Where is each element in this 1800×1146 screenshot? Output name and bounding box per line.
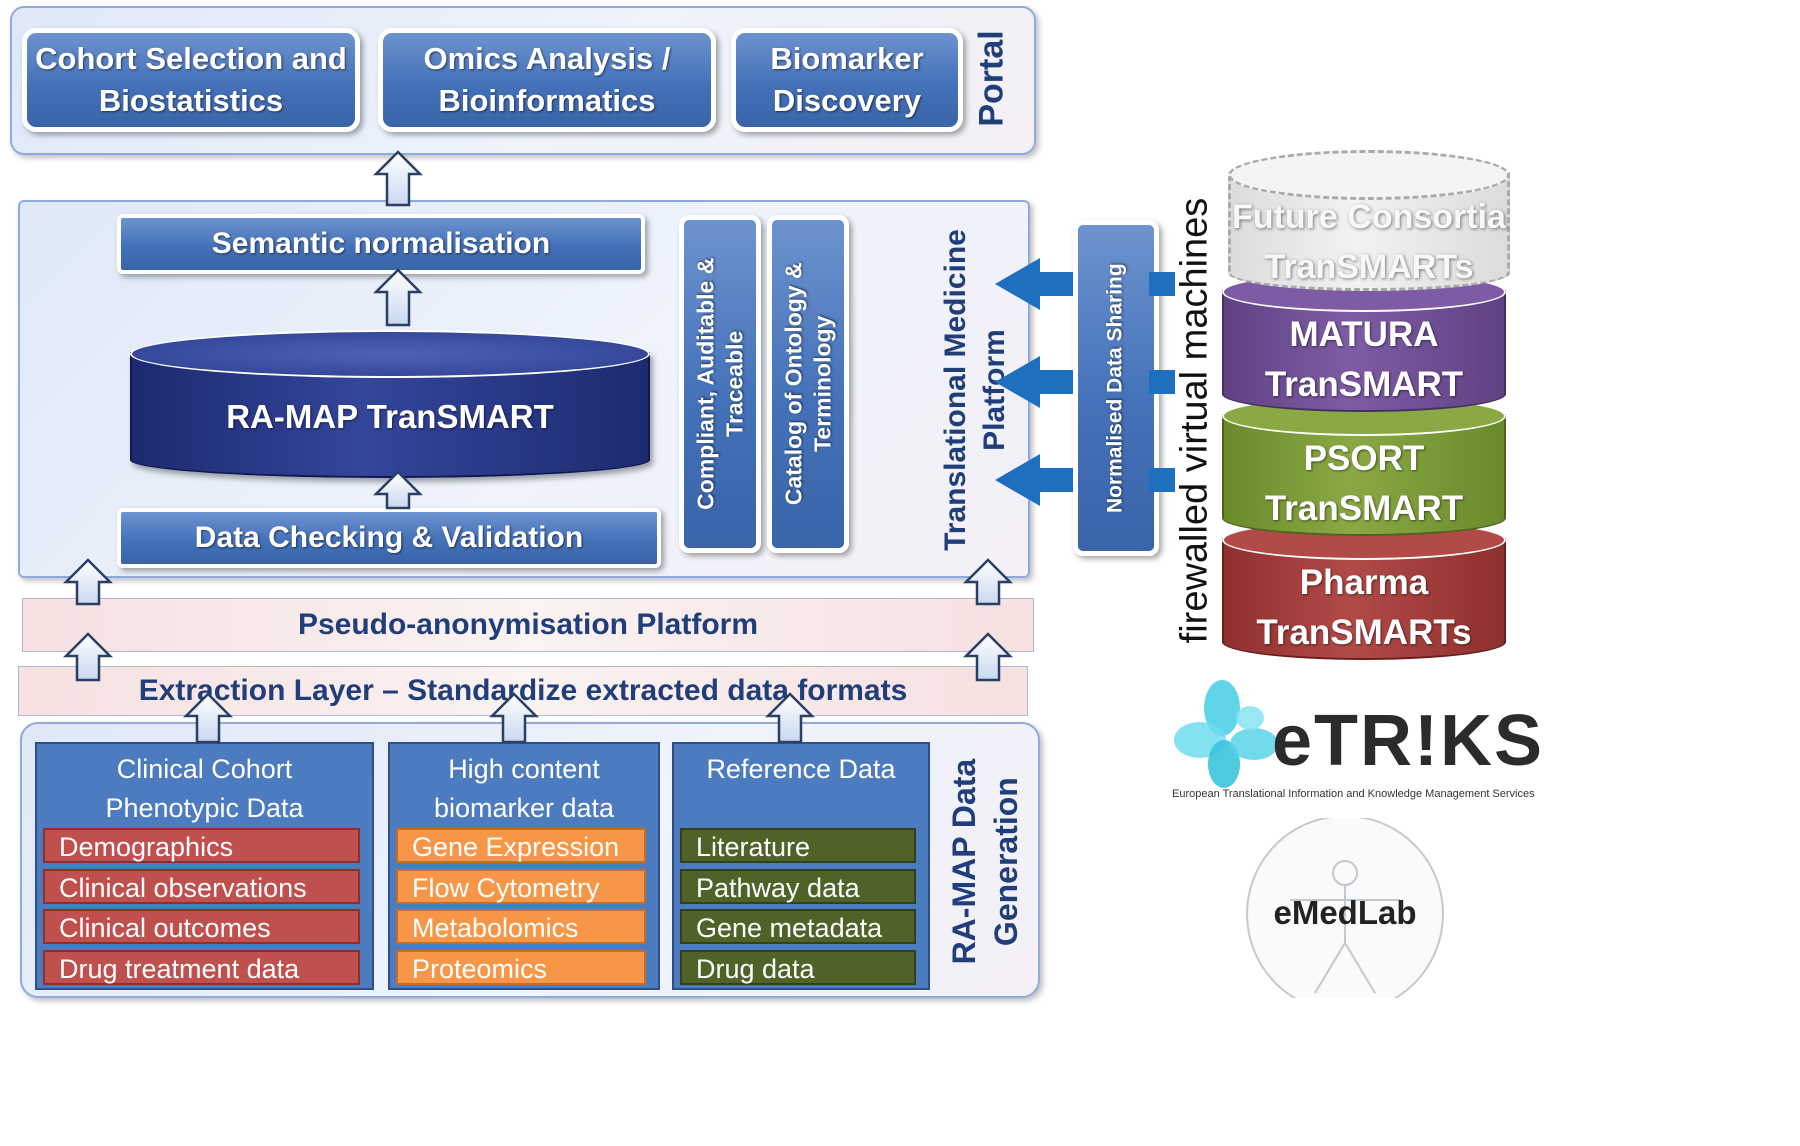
ra-map-transmart-label: RA-MAP TranSMART [226,398,554,435]
etriks-logo: eTR!KS European Translational Informatio… [1172,678,1552,808]
high-content-biomarker-title: High content biomarker data [433,754,615,823]
pharma-transmart-database[interactable]: Pharma TranSMARTs [1222,520,1506,660]
matura-transmart-label: MATURA TranSMART [1264,315,1464,404]
psort-transmart-label: PSORT TranSMART [1264,439,1464,528]
psort-transmart-database[interactable]: PSORT TranSMART [1222,396,1506,536]
future-consortia-database[interactable]: Future Consortia TranSMARTs [1228,150,1510,291]
emedlab-vitruvian-icon [1246,818,1444,998]
list-item[interactable]: Literature [680,828,916,863]
omics-analysis-button[interactable]: Omics Analysis / Bioinformatics [378,28,716,132]
etriks-flower-icon [1174,680,1278,788]
list-item[interactable]: Gene Expression [396,828,646,863]
future-consortia-label: Future Consortia TranSMARTs [1232,198,1506,286]
semantic-normalisation-box[interactable]: Semantic normalisation [117,214,645,274]
cohort-selection-button[interactable]: Cohort Selection and Biostatistics [22,28,360,132]
data-generation-label: RA-MAP Data Generation [946,759,1024,965]
list-item[interactable]: Gene metadata [680,909,916,944]
extraction-layer-bar: Extraction Layer – Standardize extracted… [18,666,1028,716]
list-item[interactable]: Metabolomics [396,909,646,944]
matura-transmart-database[interactable]: MATURA TranSMART [1222,272,1506,412]
data-checking-box[interactable]: Data Checking & Validation [117,508,661,568]
list-item[interactable]: Demographics [43,828,360,863]
list-item[interactable]: Pathway data [680,869,916,904]
biomarker-discovery-button[interactable]: Biomarker Discovery [731,28,963,132]
firewalled-vm-label: firewalled virtual machines [1173,197,1216,643]
ra-map-transmart-database[interactable]: RA-MAP TranSMART [130,330,650,478]
clinical-cohort-title: Clinical Cohort Phenotypic Data [105,754,304,823]
catalog-ontology-box[interactable]: Catalog of Ontology & Terminology [767,215,849,553]
up-arrow-icon [372,150,424,207]
etriks-subtitle: European Translational Information and K… [1172,788,1535,800]
pharma-transmart-label: Pharma TranSMARTs [1256,563,1472,652]
etriks-wordmark: eTR!KS [1272,701,1545,781]
emedlab-logo: eMedLab [1240,818,1450,998]
compliant-auditable-box[interactable]: Compliant, Auditable & Traceable [679,215,761,553]
pseudo-anonymisation-bar: Pseudo-anonymisation Platform [22,598,1034,652]
portal-label: Portal [972,29,1011,127]
reference-data-column: Reference Data Literature Pathway data G… [672,742,930,990]
list-item[interactable]: Clinical observations [43,869,360,904]
list-item[interactable]: Drug data [680,950,916,985]
list-item[interactable]: Drug treatment data [43,950,360,985]
high-content-biomarker-column: High content biomarker data Gene Express… [388,742,660,990]
emedlab-wordmark: eMedLab [1273,894,1417,931]
list-item[interactable]: Flow Cytometry [396,869,646,904]
list-item[interactable]: Proteomics [396,950,646,985]
clinical-cohort-column: Clinical Cohort Phenotypic Data Demograp… [35,742,374,990]
reference-data-title: Reference Data [706,754,896,784]
list-item[interactable]: Clinical outcomes [43,909,360,944]
normalised-data-sharing-box[interactable]: Normalised Data Sharing [1073,220,1159,556]
translational-platform-label: Translational Medicine Platform [939,229,1012,551]
